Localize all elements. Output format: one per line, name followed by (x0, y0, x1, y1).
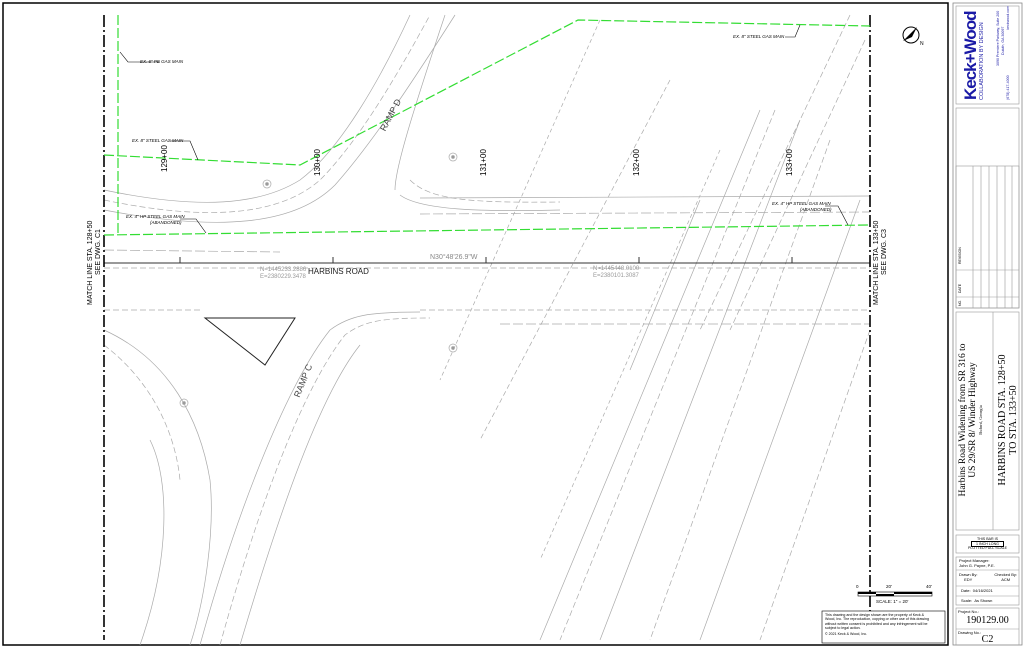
coord-left-north: N=1445233.2886 (260, 267, 307, 273)
bar-note: THIS BAR IS (977, 537, 998, 541)
drawing-number: C2 (981, 634, 994, 645)
scale-tick-label: 20' (886, 584, 892, 589)
pm-value: John G. Payne, P.E. (959, 563, 995, 568)
date-label: Date: (961, 588, 971, 593)
scale-tick-label: 0 (856, 584, 859, 589)
coord-right-north: N=1445448.0100 (593, 266, 640, 272)
station-label: 131+00 (479, 149, 488, 176)
notice-line: subject to legal action. (825, 625, 861, 630)
checked-value: ACM (1001, 577, 1011, 582)
station-label: 132+00 (632, 149, 641, 176)
date-row: Date: 04/16/2021 (961, 588, 993, 593)
station-label: 133+00 (785, 149, 794, 176)
scale-row: Scale: As Shown (961, 598, 992, 603)
bar-note: 1 INCH LONG (971, 540, 1004, 547)
company-logo: Keck+Wood COLLABORATION BY DESIGN (961, 6, 985, 100)
gas-main-hp-4 (103, 224, 871, 236)
bar-note: PLOTTED FULL SCALE (967, 546, 1007, 550)
station-label: 129+00 (160, 145, 169, 172)
callout-hp-left: EX. 4" HP STEEL GAS MAIN (126, 214, 185, 219)
date-value: 04/16/2021 (972, 588, 993, 593)
project-title: Harbins Road Widening from SR 316 to US … (958, 313, 984, 527)
callout-leaders (119, 24, 849, 234)
scale-value: As Shown (974, 598, 993, 603)
north-arrow-icon: N (902, 26, 924, 47)
revision-header: REVISION (958, 247, 962, 264)
match-line-left-ref: SEE DWG. C1 (95, 229, 102, 275)
sheet-title: HARBINS ROAD STA. 128+50 TO STA. 133+50 (997, 313, 1019, 527)
project-location: Buford, Georgia (978, 405, 983, 435)
coord-left-east: E=2380229.3478 (260, 274, 306, 280)
coord-right-east: E=2380101.3087 (593, 273, 639, 279)
drawn-value: EDY (964, 577, 973, 582)
sheet-title-line: HARBINS ROAD STA. 128+50 (997, 354, 1008, 486)
revision-header: DATE (958, 283, 962, 293)
bearing-label: N30°48'26.9"W (430, 254, 478, 261)
road-name-label: HARBINS ROAD (308, 267, 369, 276)
callout-hp-right-abandoned: (ABANDONED) (800, 207, 832, 212)
project-title-line: Harbins Road Widening from SR 316 to (958, 343, 968, 497)
match-line-left-label: MATCH LINE STA. 128+50 (87, 220, 94, 305)
drawing-no-label: Drawing No.: (958, 630, 982, 635)
station-ticks (179, 257, 793, 263)
gas-mains (103, 15, 871, 236)
callout-hp-right: EX. 4" HP STEEL GAS MAIN (772, 201, 831, 206)
sheet-title-line: TO STA. 133+50 (1008, 385, 1019, 455)
callout-hp-left-abandoned: (ABANDONED) (150, 220, 182, 225)
svg-text:N: N (920, 41, 924, 47)
match-line-right-ref: SEE DWG. C3 (881, 229, 888, 275)
title-block-grid (955, 5, 1020, 646)
project-title-line: US 29/SR 8/ Winder Highway (968, 362, 978, 478)
plan-linework (103, 14, 871, 646)
drawn-checked: Drawn By:EDY Checked By:ACM (959, 572, 1017, 582)
copyright: © 2021 Keck & Wood, Inc. (825, 632, 868, 637)
notice-line: without written consent is prohibited an… (825, 621, 928, 626)
project-manager: Project Manager: John G. Payne, P.E. (959, 558, 995, 568)
company-contact: 3090 Premiere Parkway, Suite 200 Duluth,… (996, 6, 1011, 100)
match-line-right-label: MATCH LINE STA. 133+50 (873, 220, 880, 305)
notice-box (821, 610, 946, 644)
pm-label: Project Manager: (959, 558, 990, 563)
station-label: 130+00 (313, 149, 322, 176)
scale-label: SCALE: 1" = 20' (876, 599, 909, 604)
project-number: 190129.00 (966, 615, 1009, 626)
scale-tick-label: 40' (926, 584, 932, 589)
ownership-notice: This drawing and the design shown are th… (825, 613, 943, 636)
website: keckwood.com (1006, 6, 1010, 30)
sheet-border (2, 2, 949, 646)
phone: (678) 417-4000 (1006, 75, 1010, 100)
logo-text: Keck+Wood (961, 11, 980, 100)
scale-label: Scale: (961, 598, 973, 603)
drawn-label: Drawn By: (959, 572, 978, 577)
plot-scale-bar-note: THIS BAR IS 1 INCH LONG PLOTTED FULL SCA… (956, 537, 1019, 551)
notice-line: Wood, Inc. The reproduction, copying or … (825, 617, 929, 622)
notice-line: This drawing and the design shown are th… (825, 613, 925, 617)
checked-label: Checked By: (994, 572, 1017, 577)
project-no-label: Project No.: (958, 609, 979, 614)
callout-steel-gas-left: EX. 8" STEEL GAS MAIN (132, 138, 184, 143)
gas-main-steel-8 (103, 19, 871, 166)
callout-steel-gas-right: EX. 8" STEEL GAS MAIN (733, 34, 785, 39)
revision-header: NO. (958, 299, 962, 306)
scale-bar (857, 591, 933, 597)
callout-pe-gas: EX. 6" PE GAS MAIN (140, 59, 184, 64)
